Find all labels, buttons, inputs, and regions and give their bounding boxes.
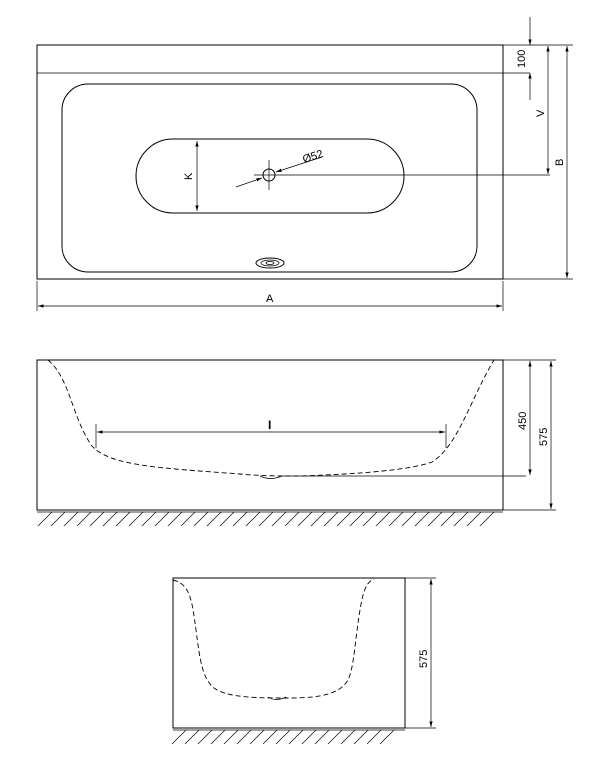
drain-icon [235, 156, 550, 190]
end-view: 575 [171, 577, 436, 745]
basin-profile-end [172, 578, 375, 699]
basin-profile-side [47, 359, 495, 477]
drain-diameter-label: Ø52 [301, 148, 324, 166]
offset-label: V [535, 109, 547, 117]
width-label: A [266, 293, 274, 305]
overflow-icon [255, 257, 285, 269]
rim-label: 100 [516, 50, 528, 68]
top-view: Ø52 K A 100 V B [36, 17, 573, 311]
side-view: I 450 575 [36, 359, 556, 527]
tub-outline-side [36, 359, 504, 511]
end-height-label: 575 [418, 650, 430, 668]
ground-hatch-end [171, 729, 405, 745]
height-inner-label: 450 [517, 412, 529, 430]
basin-floor [135, 138, 405, 214]
inner-length-label: I [268, 418, 271, 432]
tub-outline-end [172, 577, 406, 729]
length-label: B [554, 159, 566, 166]
basin-outline [61, 83, 478, 273]
basin-width-label: K [183, 172, 195, 180]
tub-outline-top [36, 44, 504, 280]
drain-side [259, 475, 283, 479]
height-outer-label: 575 [538, 428, 550, 446]
drain-end [267, 696, 287, 700]
ground-hatch-side [37, 511, 503, 527]
